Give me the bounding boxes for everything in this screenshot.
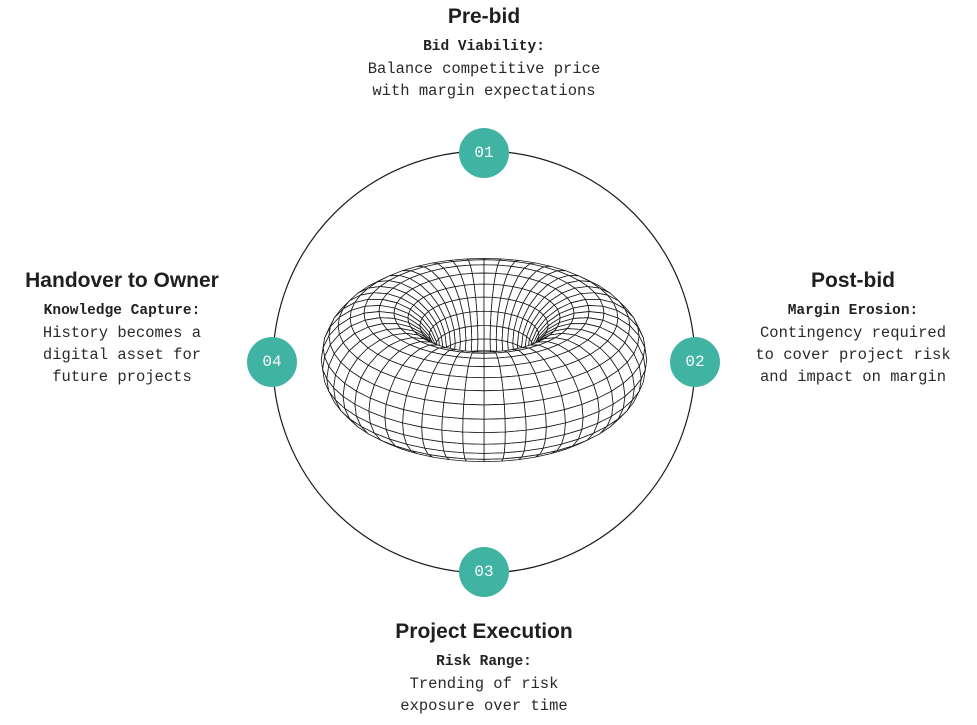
stage-badge-02: 02	[670, 337, 720, 387]
description-line: Trending of risk	[409, 675, 559, 693]
torus-mesh-cell	[523, 399, 546, 418]
torus-mesh-cell	[422, 399, 445, 418]
stage-badge-01: 01	[459, 128, 509, 178]
torus-mesh-cell	[467, 357, 485, 368]
torus-mesh-cell	[483, 431, 506, 445]
description-line: History becomes a	[42, 324, 202, 342]
stage-project-execution: Project Execution Risk Range: Trending o…	[284, 619, 684, 717]
torus-mesh-cell	[463, 452, 485, 460]
torus-mesh-cell	[477, 338, 485, 352]
stage-badge-03: 03	[459, 547, 509, 597]
torus-mesh-cell	[466, 365, 485, 379]
stage-post-bid: Post-bid Margin Erosion: Contingency req…	[735, 268, 971, 388]
stage-pre-bid: Pre-bid Bid Viability: Balance competiti…	[284, 4, 684, 102]
torus-mesh-cell	[483, 418, 506, 433]
torus-mesh-cell	[463, 389, 485, 406]
stage-handover: Handover to Owner Knowledge Capture: His…	[2, 268, 242, 388]
torus-mesh-cell	[477, 325, 485, 340]
badge-number-03: 03	[474, 563, 494, 581]
stage-badge-04: 04	[247, 337, 297, 387]
stage-subtitle: Knowledge Capture:	[43, 303, 201, 319]
torus-mesh-cell	[483, 357, 501, 368]
torus-mesh-cell	[502, 388, 525, 405]
stage-description: Trending of risk exposure over time	[284, 673, 684, 717]
torus-mesh-cell	[469, 352, 485, 359]
torus-mesh-cell	[483, 352, 499, 359]
torus-mesh-cell	[462, 443, 485, 454]
torus-mesh-cell	[462, 403, 485, 420]
description-line: exposure over time	[400, 697, 568, 715]
stage-subtitle: Risk Range:	[436, 654, 532, 670]
torus-mesh-cell	[504, 429, 527, 445]
stage-title: Post-bid	[811, 269, 895, 292]
torus-mesh-cell	[489, 325, 498, 341]
stage-description: History becomes a digital asset for futu…	[2, 322, 242, 388]
torus-mesh-cell	[503, 402, 527, 419]
stage-subtitle: Bid Viability:	[423, 39, 545, 55]
torus-mesh-cell	[441, 416, 464, 433]
stage-description: Balance competitive price with margin ex…	[284, 58, 684, 102]
torus-mesh-cell	[483, 452, 505, 460]
torus-mesh-cell	[445, 375, 467, 391]
torus-mesh-cell	[483, 443, 506, 454]
torus-mesh-cell	[464, 376, 485, 392]
stage-description: Contingency required to cover project ri…	[735, 322, 971, 388]
description-line: to cover project risk	[755, 346, 951, 364]
torus-mesh-cell	[483, 325, 491, 340]
torus-mesh-cell	[483, 259, 501, 266]
torus-wireframe-icon	[320, 257, 648, 463]
stage-subtitle: Margin Erosion:	[787, 303, 919, 319]
torus-mesh-cell	[441, 429, 464, 445]
torus-mesh-cell	[483, 376, 504, 392]
torus-mesh-cell	[501, 375, 523, 391]
torus-mesh-cell	[476, 310, 485, 327]
torus-mesh-cell	[467, 259, 485, 266]
stage-title: Handover to Owner	[25, 269, 219, 292]
description-line: Contingency required	[759, 324, 947, 342]
torus-mesh-cell	[483, 338, 491, 352]
torus-mesh-cell	[443, 388, 466, 405]
torus-mesh-cell	[470, 338, 479, 352]
torus-mesh-cell	[489, 338, 498, 352]
torus-mesh-cell	[448, 364, 469, 378]
torus-mesh-cell	[470, 325, 479, 341]
description-line: and impact on margin	[759, 368, 947, 386]
description-line: digital asset for	[42, 346, 202, 364]
torus-mesh-cell	[483, 389, 505, 406]
description-line: future projects	[52, 368, 192, 386]
badge-number-01: 01	[474, 144, 494, 162]
torus-mesh-cell	[462, 431, 485, 445]
description-line: Balance competitive price	[367, 60, 601, 78]
stage-title: Project Execution	[395, 620, 573, 643]
description-line: with margin expectations	[372, 82, 596, 100]
torus-mesh-cell	[483, 310, 492, 327]
torus-mesh-cell	[483, 365, 502, 379]
torus-mesh-cell	[441, 402, 465, 419]
torus-mesh-cell	[462, 418, 485, 433]
stage-title: Pre-bid	[447, 5, 521, 28]
torus-mesh-cell	[483, 403, 506, 420]
badge-number-02: 02	[685, 353, 705, 371]
torus-mesh-cell	[499, 364, 520, 378]
torus-mesh-cell	[504, 416, 527, 433]
badge-number-04: 04	[262, 353, 282, 371]
